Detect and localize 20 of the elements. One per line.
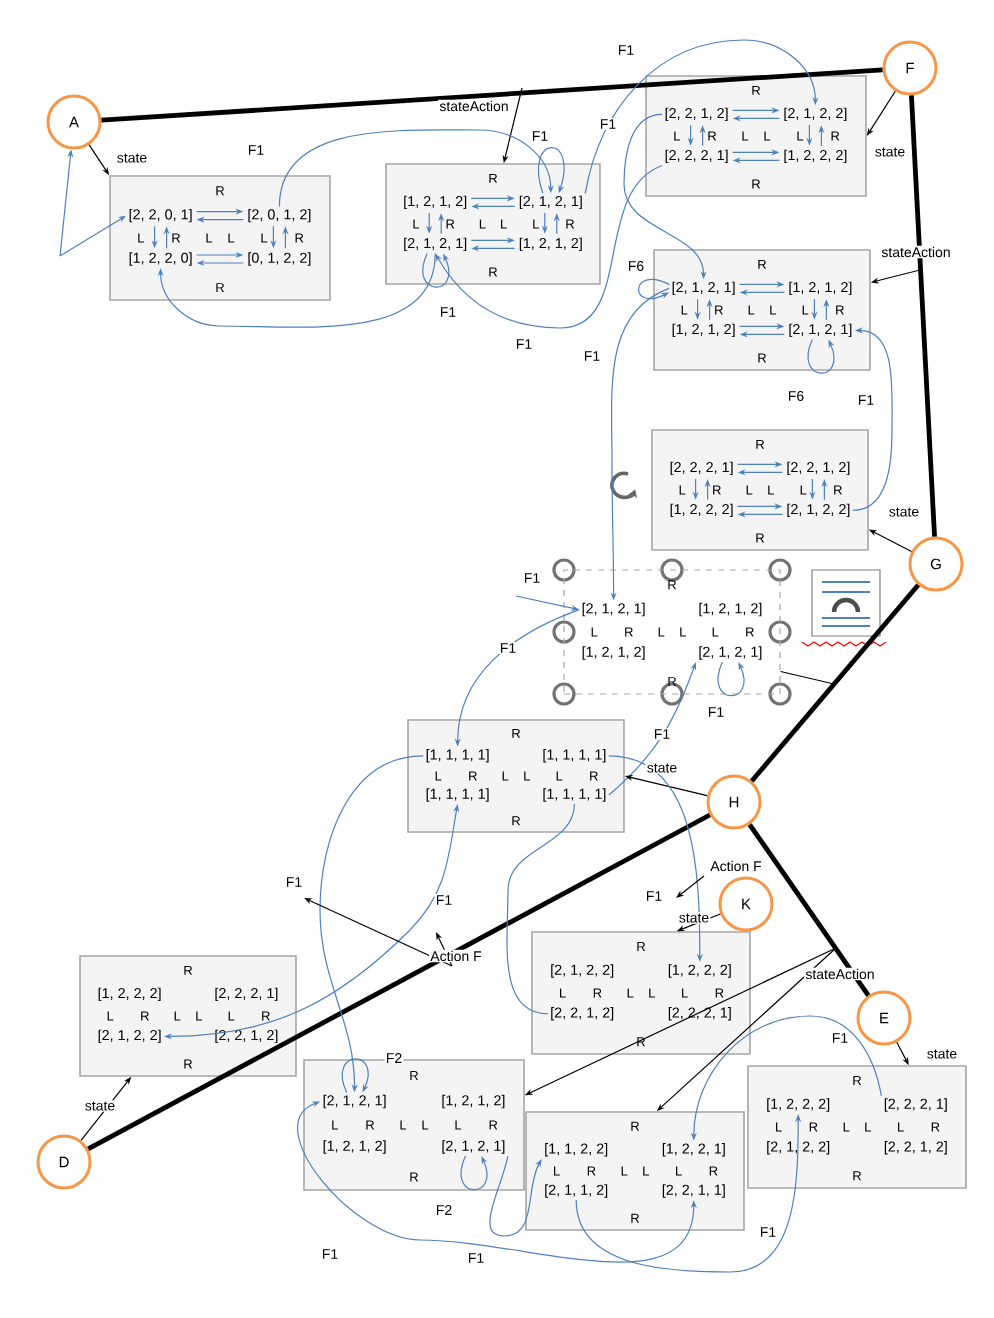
connector-line	[747, 823, 871, 997]
arrow	[489, 1155, 542, 1237]
arrow	[157, 252, 436, 328]
connector-line	[506, 803, 575, 1015]
arrow	[717, 661, 745, 697]
arrow	[537, 147, 565, 194]
arrow	[278, 129, 554, 208]
connector-line	[87, 812, 711, 1152]
arrow	[422, 252, 450, 288]
arrow	[460, 1155, 488, 1191]
arrow	[807, 338, 835, 374]
arrow	[584, 39, 819, 194]
connector-line	[909, 95, 937, 537]
arrow	[638, 278, 670, 300]
connector-line	[780, 670, 835, 685]
arrow	[341, 1058, 369, 1094]
connector-line	[101, 67, 883, 123]
connector-line	[749, 583, 921, 783]
arrow	[297, 1101, 697, 1263]
arrow	[435, 164, 663, 329]
